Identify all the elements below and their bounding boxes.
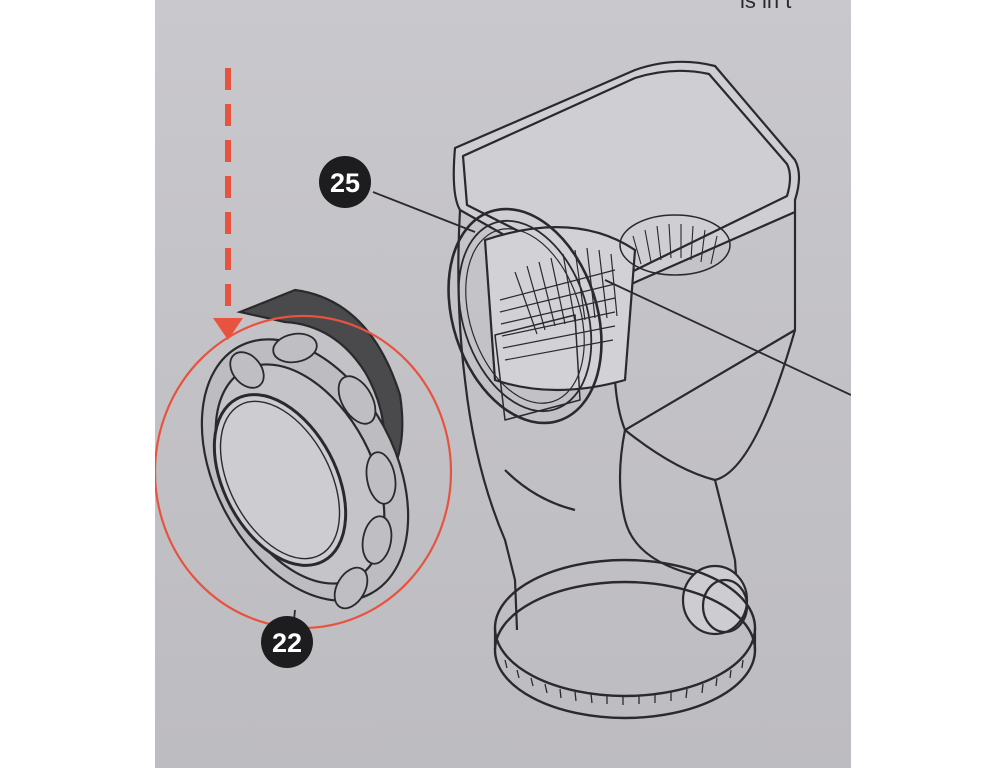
callout-25-label: 25 [330,168,360,198]
callout-22: 22 [261,616,313,668]
dashed-down-arrow-icon [213,68,243,340]
manual-photo: is in t [155,0,851,768]
grinder-body [447,60,851,720]
removed-ring-part [200,288,410,610]
callout-22-label: 22 [272,628,302,658]
leader-line-25 [372,191,476,233]
callout-25: 25 [319,156,371,208]
assembly-diagram: is in t [155,0,851,720]
cropped-caption: is in t [740,0,791,13]
